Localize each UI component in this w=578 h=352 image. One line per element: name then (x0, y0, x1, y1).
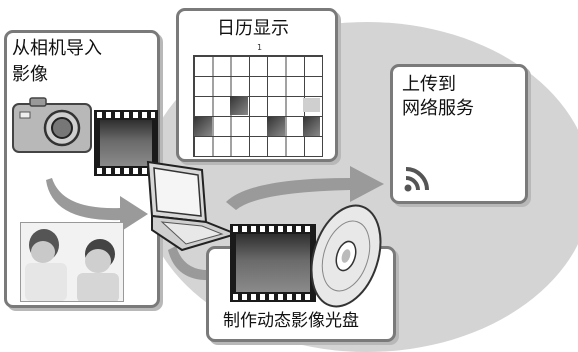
calendar-month-label: 1 (257, 43, 263, 52)
calendar-photo-thumbnail (267, 117, 285, 136)
camera-icon (12, 97, 92, 153)
wireless-signal-icon (404, 167, 429, 192)
laptop-icon (146, 160, 240, 252)
film-strip-icon (230, 224, 316, 302)
disc-card-title: 制作动态影像光盘 (223, 311, 359, 331)
upload-card: 上传到 网络服务 (390, 64, 528, 204)
calendar-card: 日历显示 1 (176, 8, 338, 162)
calendar-photo-thumbnail (194, 117, 212, 136)
calendar-highlight-cell (303, 98, 320, 112)
calendar-card-title: 日历显示 (217, 18, 289, 39)
calendar-grid (193, 55, 323, 157)
upload-card-title-line1: 上传到 (402, 74, 456, 95)
calendar-photo-thumbnail (303, 117, 320, 136)
upload-card-title-line2: 网络服务 (402, 98, 474, 119)
disc-icon (310, 204, 382, 308)
import-card-title-line1: 从相机导入 (12, 38, 102, 59)
children-photo (20, 222, 124, 302)
import-card-title-line2: 影像 (12, 64, 48, 85)
calendar-photo-thumbnail (230, 96, 248, 115)
